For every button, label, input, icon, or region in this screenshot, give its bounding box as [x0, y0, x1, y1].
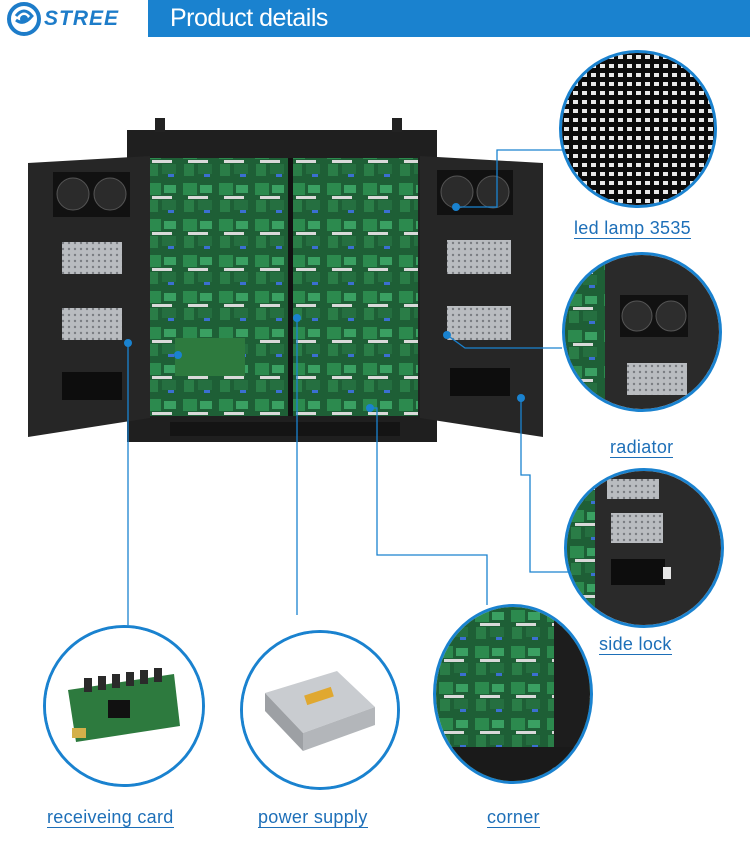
module-area-left — [150, 158, 288, 416]
label-power-supply: power supply — [258, 807, 368, 828]
right-lock — [450, 368, 510, 396]
label-side-lock: side lock — [599, 634, 672, 655]
led-lamp-circle — [559, 50, 717, 208]
module-area-right — [293, 158, 418, 416]
left-psu-1 — [62, 242, 122, 274]
header: STREE Product details — [0, 0, 750, 37]
right-door — [420, 156, 543, 437]
label-led-lamp: led lamp 3535 — [574, 218, 691, 239]
left-door — [28, 156, 150, 437]
connector-lines — [127, 149, 570, 625]
title-bar: Product details — [148, 0, 750, 37]
left-psu-2 — [62, 308, 122, 340]
right-psu-2 — [447, 306, 511, 340]
left-lock — [62, 372, 122, 400]
page-title: Product details — [170, 4, 328, 32]
logo: STREE — [0, 0, 148, 37]
logo-text: STREE — [44, 7, 120, 30]
label-corner: corner — [487, 807, 540, 828]
right-psu-1 — [447, 240, 511, 274]
receiving-card-in-cabinet — [175, 338, 245, 376]
connector-dots — [124, 203, 525, 412]
label-receiving-card: receiveing card — [47, 807, 174, 828]
radiator-circle — [562, 252, 722, 412]
side-lock-circle — [564, 468, 724, 628]
label-radiator: radiator — [610, 437, 674, 458]
logo-icon — [7, 2, 41, 36]
receiving-card-circle — [43, 625, 205, 787]
power-supply-circle — [240, 630, 400, 790]
corner-circle — [433, 604, 593, 784]
